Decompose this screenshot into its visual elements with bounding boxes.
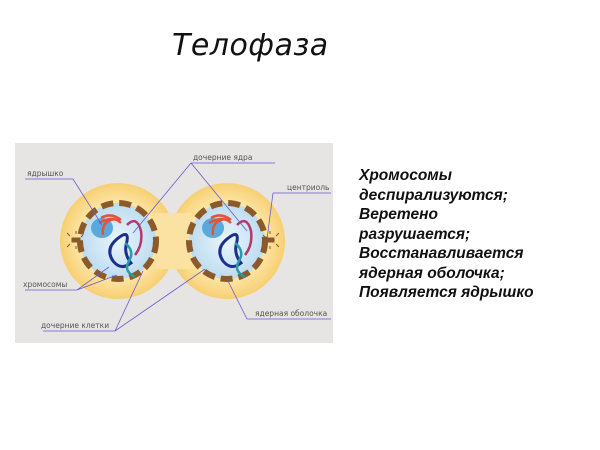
- right-nucleus: [186, 200, 268, 282]
- left-nucleus: [77, 200, 159, 282]
- label-nucleolus: ядрышко: [27, 169, 64, 178]
- slide-title: Телофаза: [172, 28, 329, 63]
- label-daughter-nuclei: дочерние ядра: [193, 153, 252, 162]
- cell-division-illustration: ядрышко дочерние ядра центриоль хромосом…: [23, 153, 331, 332]
- centriole-icon: [66, 231, 280, 249]
- description-line: деспирализуются;: [359, 186, 508, 204]
- label-nuclear-envelope: ядерная оболочка: [255, 309, 327, 318]
- telophase-diagram: ядрышко дочерние ядра центриоль хромосом…: [15, 143, 333, 343]
- label-centriole: центриоль: [287, 183, 329, 192]
- description-line: Восстанавливается: [359, 245, 524, 262]
- description-line: ядерная оболочка;: [359, 264, 505, 282]
- leader-lines: [25, 162, 331, 332]
- description-line: Веретено: [359, 206, 438, 223]
- description-line: Хромосомы: [359, 167, 452, 184]
- telophase-description: Хромосомы деспирализуются; Веретено разр…: [359, 166, 534, 303]
- description-line: Появляется ядрышко: [359, 284, 534, 301]
- label-chromosomes: хромосомы: [23, 280, 67, 289]
- label-daughter-cells: дочерние клетки: [41, 321, 109, 330]
- description-line: разрушается;: [359, 225, 471, 243]
